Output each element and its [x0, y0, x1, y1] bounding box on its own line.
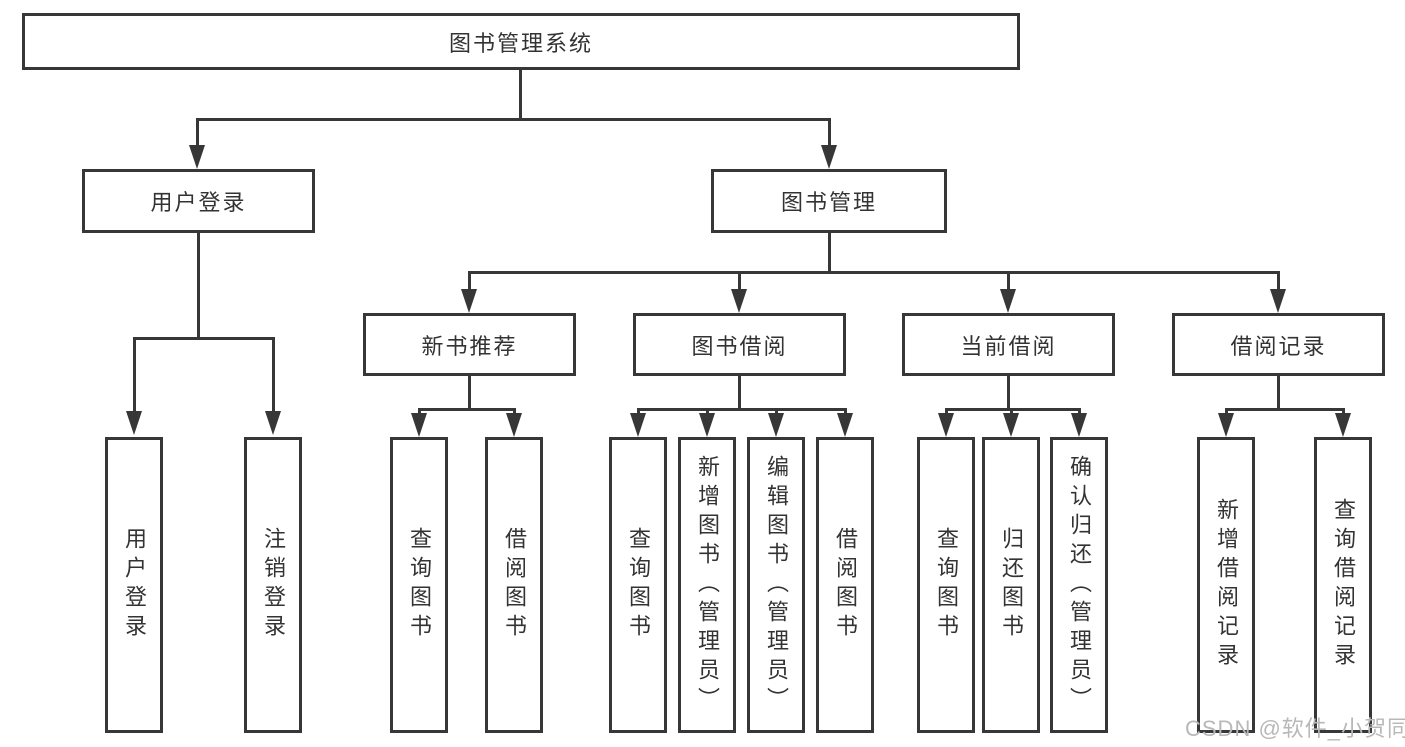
- arrow-down-icon: [1335, 413, 1351, 437]
- arrow-down-icon: [1270, 289, 1286, 313]
- arrow-down-icon: [630, 413, 646, 437]
- connector-root-stem: [519, 70, 522, 118]
- arrow-down-icon: [699, 413, 715, 437]
- connector-to-user-login: [196, 118, 199, 148]
- arrow-down-icon: [768, 413, 784, 437]
- csdn-watermark: CSDN @软件_小贺同学: [1185, 716, 1405, 741]
- leaf-borrow-books-recommend: 借阅图书: [485, 437, 543, 733]
- connector-records-bus: [1225, 408, 1344, 411]
- arrow-down-icon: [265, 411, 281, 435]
- node-book-borrowing: 图书借阅: [633, 313, 846, 376]
- leaf-user-login: 用户登录: [105, 437, 163, 733]
- connector-to-records: [1277, 271, 1280, 293]
- connector-borrowing-bus: [637, 408, 846, 411]
- leaf-confirm-return-admin: 确认归还（管理员）: [1050, 437, 1108, 733]
- leaf-query-books-borrowing: 查询图书: [609, 437, 667, 733]
- arrow-down-icon: [506, 413, 522, 437]
- node-current-borrowing: 当前借阅: [902, 313, 1115, 376]
- connector-to-leaf: [272, 337, 275, 415]
- leaf-query-books-current: 查询图书: [917, 437, 975, 733]
- connector-to-borrowing: [738, 271, 741, 293]
- connector-current-stem: [1007, 376, 1010, 411]
- arrow-down-icon: [1003, 413, 1019, 437]
- connector-borrowing-stem: [738, 376, 741, 411]
- connector-to-leaf: [133, 337, 136, 415]
- connector-user-login-bus: [133, 337, 274, 340]
- node-borrowing-records: 借阅记录: [1172, 313, 1385, 376]
- arrow-down-icon: [461, 289, 477, 313]
- connector-book-mgmt-bus: [468, 271, 1280, 274]
- connector-user-login-stem: [197, 233, 200, 340]
- arrow-down-icon: [189, 145, 205, 169]
- connector-new-books-bus: [418, 408, 515, 411]
- connector-to-new-books: [468, 271, 471, 293]
- node-user-login: 用户登录: [82, 169, 315, 233]
- connector-root-bus: [196, 118, 830, 121]
- leaf-query-books-recommend: 查询图书: [390, 437, 448, 733]
- arrow-down-icon: [938, 413, 954, 437]
- connector-to-book-mgmt: [828, 118, 831, 148]
- arrow-down-icon: [837, 413, 853, 437]
- node-root: 图书管理系统: [22, 13, 1020, 70]
- arrow-down-icon: [821, 145, 837, 169]
- arrow-down-icon: [1071, 413, 1087, 437]
- arrow-down-icon: [1000, 289, 1016, 313]
- node-book-management: 图书管理: [711, 169, 947, 233]
- leaf-logout: 注销登录: [244, 437, 302, 733]
- leaf-add-borrow-record: 新增借阅记录: [1197, 437, 1255, 733]
- leaf-add-book-admin: 新增图书（管理员）: [678, 437, 736, 733]
- arrow-down-icon: [126, 411, 142, 435]
- leaf-return-book: 归还图书: [982, 437, 1040, 733]
- leaf-query-borrow-record: 查询借阅记录: [1314, 437, 1372, 733]
- leaf-edit-book-admin: 编辑图书（管理员）: [747, 437, 805, 733]
- node-new-book-recommend: 新书推荐: [363, 313, 576, 376]
- connector-to-current: [1007, 271, 1010, 293]
- connector-new-books-stem: [468, 376, 471, 411]
- leaf-borrow-books-borrowing: 借阅图书: [816, 437, 874, 733]
- arrow-down-icon: [411, 413, 427, 437]
- connector-book-mgmt-stem: [828, 233, 831, 274]
- connector-records-stem: [1277, 376, 1280, 411]
- arrow-down-icon: [1218, 413, 1234, 437]
- arrow-down-icon: [731, 289, 747, 313]
